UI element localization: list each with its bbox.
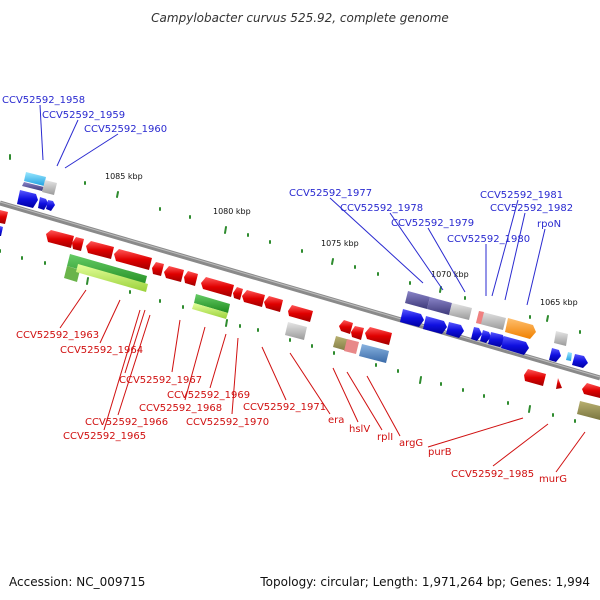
forward-strand-genes bbox=[0, 172, 588, 368]
genome-stats-text: Topology: circular; Length: 1,971,264 bp… bbox=[259, 575, 590, 589]
scale-label: 1075 kbp bbox=[321, 239, 359, 248]
gene-arrow[interactable] bbox=[152, 262, 164, 276]
gene-arrow[interactable] bbox=[556, 378, 562, 389]
gene-label[interactable]: CCV52592_1980 bbox=[447, 234, 530, 245]
gene-arrow[interactable] bbox=[488, 332, 505, 347]
scale-labels: 1085 kbp 1080 kbp 1075 kbp 1070 kbp 1065… bbox=[105, 172, 578, 307]
gene-arrow[interactable] bbox=[22, 182, 44, 191]
accession-text: Accession: NC_009715 bbox=[9, 575, 145, 589]
gene-label[interactable]: CCV52592_1959 bbox=[42, 110, 125, 121]
gene-arrow[interactable] bbox=[577, 401, 600, 420]
gene-arrow[interactable] bbox=[423, 316, 447, 334]
gene-label[interactable]: CCV52592_1977 bbox=[289, 188, 372, 199]
gene-label[interactable]: CCV52592_1960 bbox=[84, 124, 167, 135]
gene-arrow[interactable] bbox=[17, 190, 38, 208]
top-leader-lines bbox=[39, 104, 546, 306]
gene-label[interactable]: purB bbox=[428, 447, 452, 458]
gene-label[interactable]: hslV bbox=[349, 424, 370, 435]
gene-arrow[interactable] bbox=[288, 305, 313, 322]
gene-arrow[interactable] bbox=[0, 226, 3, 236]
gene-arrow[interactable] bbox=[476, 311, 484, 324]
gene-arrow[interactable] bbox=[285, 322, 307, 340]
gene-label[interactable]: CCV52592_1963 bbox=[16, 330, 99, 341]
gene-arrow[interactable] bbox=[476, 311, 506, 330]
gene-arrow[interactable] bbox=[505, 318, 536, 339]
gene-arrow[interactable] bbox=[201, 277, 234, 297]
gene-arrow[interactable] bbox=[446, 322, 464, 338]
gene-arrow[interactable] bbox=[184, 271, 198, 286]
gene-arrow[interactable] bbox=[405, 291, 430, 309]
gene-arrow[interactable] bbox=[42, 180, 57, 195]
map-title: Campylobacter curvus 525.92, complete ge… bbox=[151, 11, 449, 25]
gene-arrow[interactable] bbox=[501, 336, 529, 355]
gene-arrow[interactable] bbox=[72, 237, 84, 251]
gene-arrow[interactable] bbox=[64, 266, 80, 282]
gene-arrow[interactable] bbox=[242, 290, 265, 307]
gene-arrow[interactable] bbox=[427, 297, 452, 315]
gene-label[interactable]: CCV52592_1985 bbox=[451, 469, 534, 480]
gene-arrow[interactable] bbox=[233, 287, 243, 300]
gene-label[interactable]: CCV52592_1982 bbox=[490, 203, 573, 214]
gene-label[interactable]: argG bbox=[399, 438, 423, 449]
gene-arrow[interactable] bbox=[582, 383, 600, 398]
gene-label[interactable]: CCV52592_1958 bbox=[2, 95, 85, 106]
gene-label[interactable]: CCV52592_1964 bbox=[60, 345, 143, 356]
gene-label[interactable]: rplI bbox=[377, 432, 393, 443]
gene-label[interactable]: rpoN bbox=[537, 219, 561, 230]
genome-backbone bbox=[0, 200, 600, 381]
gene-arrow[interactable] bbox=[46, 230, 74, 248]
gene-label[interactable]: CCV52592_1965 bbox=[63, 431, 146, 442]
gene-arrow[interactable] bbox=[164, 266, 184, 282]
gene-arrow[interactable] bbox=[572, 354, 588, 368]
gene-label[interactable]: era bbox=[328, 415, 344, 426]
scale-label: 1085 kbp bbox=[105, 172, 143, 181]
gene-arrow[interactable] bbox=[524, 369, 546, 386]
gene-arrow[interactable] bbox=[449, 303, 472, 320]
gene-arrow[interactable] bbox=[339, 320, 353, 334]
gene-arrow[interactable] bbox=[194, 294, 230, 313]
scale-label: 1065 kbp bbox=[540, 298, 578, 307]
top-gene-labels: CCV52592_1958 CCV52592_1959 CCV52592_196… bbox=[2, 95, 573, 245]
reverse-strand-genes bbox=[0, 210, 600, 420]
gene-arrow[interactable] bbox=[46, 200, 55, 211]
gene-arrow[interactable] bbox=[359, 344, 389, 363]
gene-arrow[interactable] bbox=[264, 296, 283, 312]
scale-label: 1070 kbp bbox=[431, 270, 469, 279]
gene-arrow[interactable] bbox=[114, 249, 152, 270]
gene-arrow[interactable] bbox=[471, 327, 482, 341]
gene-arrow[interactable] bbox=[0, 210, 8, 224]
gene-label[interactable]: CCV52592_1981 bbox=[480, 190, 563, 201]
gene-arrow[interactable] bbox=[192, 303, 228, 319]
bottom-leader-lines bbox=[59, 289, 586, 473]
scale-label: 1080 kbp bbox=[213, 207, 251, 216]
gene-arrow[interactable] bbox=[38, 197, 48, 210]
scale-ticks bbox=[0, 154, 581, 423]
gene-arrow[interactable] bbox=[86, 241, 114, 259]
gene-arrow[interactable] bbox=[344, 339, 359, 354]
gene-label[interactable]: CCV52592_1967 bbox=[119, 375, 202, 386]
gene-arrow[interactable] bbox=[76, 264, 148, 292]
gene-arrow[interactable] bbox=[549, 348, 561, 362]
gene-label[interactable]: CCV52592_1969 bbox=[167, 390, 250, 401]
gene-label[interactable]: murG bbox=[539, 474, 567, 485]
gene-label[interactable]: CCV52592_1968 bbox=[139, 403, 222, 414]
gene-arrow[interactable] bbox=[351, 326, 364, 340]
gene-arrow[interactable] bbox=[24, 172, 46, 186]
gene-arrow[interactable] bbox=[400, 309, 424, 327]
gene-arrow[interactable] bbox=[554, 331, 568, 346]
gene-arrow[interactable] bbox=[480, 330, 491, 343]
gene-label[interactable]: CCV52592_1979 bbox=[391, 218, 474, 229]
gene-arrow[interactable] bbox=[566, 352, 572, 361]
gene-label[interactable]: CCV52592_1978 bbox=[340, 203, 423, 214]
gene-label[interactable]: CCV52592_1966 bbox=[85, 417, 168, 428]
bottom-gene-labels: CCV52592_1963 CCV52592_1964 CCV52592_196… bbox=[16, 330, 567, 485]
gene-label[interactable]: CCV52592_1970 bbox=[186, 417, 269, 428]
gene-label[interactable]: CCV52592_1971 bbox=[243, 402, 326, 413]
gene-arrow[interactable] bbox=[365, 327, 392, 345]
